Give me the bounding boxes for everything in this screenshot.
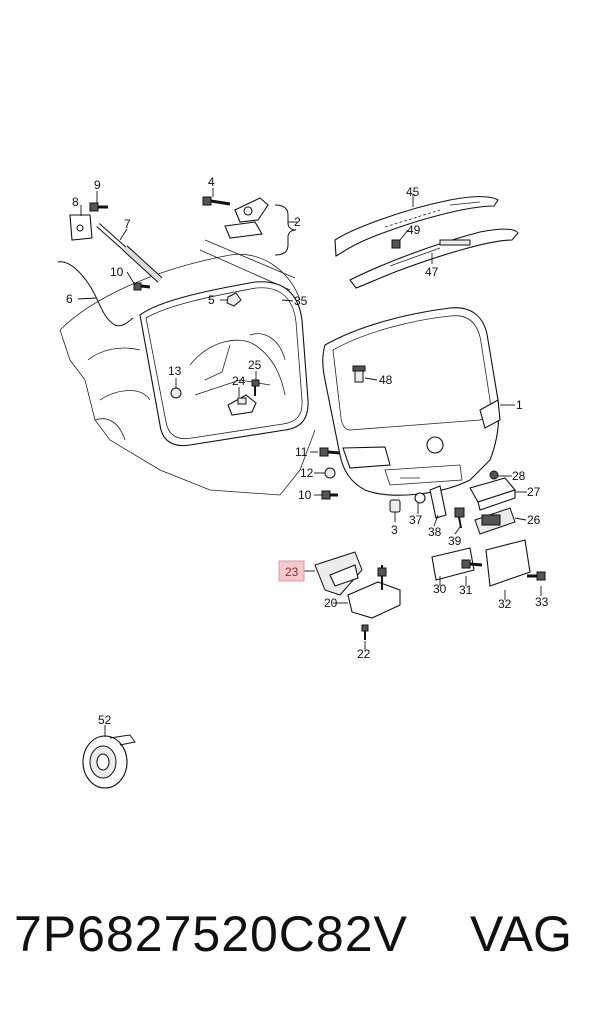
callout-37[interactable]: 37 (409, 513, 423, 527)
bolt-drawing (202, 196, 231, 206)
callout-24[interactable]: 24 (232, 374, 246, 388)
tailgate-handle-drawing (469, 470, 516, 535)
callout-labels: 23 9 8 7 10 6 4 2 5 35 13 25 24 45 49 47… (66, 175, 549, 727)
callout-11[interactable]: 11 (295, 445, 308, 459)
screw-drawing (251, 379, 260, 396)
bolt-drawing (89, 202, 108, 212)
callout-26[interactable]: 26 (527, 513, 541, 527)
washer-drawing (414, 492, 426, 504)
bolt-drawing (461, 559, 483, 569)
gas-strut-drawing (69, 214, 163, 283)
bolt-drawing (321, 490, 338, 500)
tailgate-drawing (322, 307, 501, 496)
callout-8[interactable]: 8 (72, 195, 79, 209)
callout-49[interactable]: 49 (407, 223, 421, 237)
callout-39[interactable]: 39 (448, 534, 462, 548)
callout-32[interactable]: 32 (498, 597, 512, 611)
callout-4[interactable]: 4 (208, 175, 215, 189)
hinge-drawing (224, 197, 297, 256)
callout-35[interactable]: 35 (294, 294, 308, 308)
leader-lines (77, 188, 542, 737)
spoiler-drawing (334, 196, 519, 289)
screw-drawing (454, 507, 465, 529)
clip-drawing (389, 499, 401, 513)
plate-drawing (431, 547, 475, 581)
callout-27[interactable]: 27 (527, 485, 541, 499)
callout-45[interactable]: 45 (406, 185, 420, 199)
bolt-drawing (133, 282, 151, 291)
callout-10[interactable]: 10 (110, 265, 124, 279)
callout-28[interactable]: 28 (512, 469, 526, 483)
callout-33[interactable]: 33 (535, 595, 549, 609)
part-number: 7P6827520C82V (14, 906, 408, 962)
callout-25[interactable]: 25 (248, 358, 262, 372)
callout-22[interactable]: 22 (357, 647, 371, 661)
lock-mechanism-drawing (314, 551, 401, 640)
highlight-box (278, 560, 305, 582)
bolt-drawing (319, 447, 341, 457)
callout-13[interactable]: 13 (168, 364, 182, 378)
callout-52[interactable]: 52 (98, 713, 112, 727)
bolt-drawing (352, 365, 366, 383)
bolt-drawing (527, 571, 546, 581)
callout-23[interactable]: 23 (285, 565, 299, 579)
plate-drawing (485, 539, 531, 587)
callout-38[interactable]: 38 (428, 525, 442, 539)
callout-2[interactable]: 2 (294, 215, 301, 229)
bumper-stop-drawing (170, 387, 182, 399)
callout-10[interactable]: 10 (298, 488, 312, 502)
car-body-drawing (59, 239, 316, 496)
callout-1[interactable]: 1 (516, 398, 523, 412)
callout-12[interactable]: 12 (300, 466, 314, 480)
cap-drawing (324, 467, 336, 479)
cable-drawing (57, 261, 134, 327)
striker-drawing (227, 394, 257, 416)
callout-7[interactable]: 7 (124, 217, 131, 231)
callout-48[interactable]: 48 (379, 373, 393, 387)
callout-30[interactable]: 30 (433, 582, 447, 596)
callout-9[interactable]: 9 (94, 178, 101, 192)
callout-20[interactable]: 20 (324, 596, 338, 610)
callout-6[interactable]: 6 (66, 292, 73, 306)
callout-31[interactable]: 31 (459, 583, 473, 597)
callout-3[interactable]: 3 (391, 523, 398, 537)
brand-label: VAG (470, 906, 572, 962)
tape-roll-drawing (82, 734, 136, 789)
callout-47[interactable]: 47 (425, 265, 439, 279)
bracket-drawing (429, 485, 447, 519)
nut-drawing (226, 292, 242, 307)
callout-5[interactable]: 5 (208, 293, 215, 307)
